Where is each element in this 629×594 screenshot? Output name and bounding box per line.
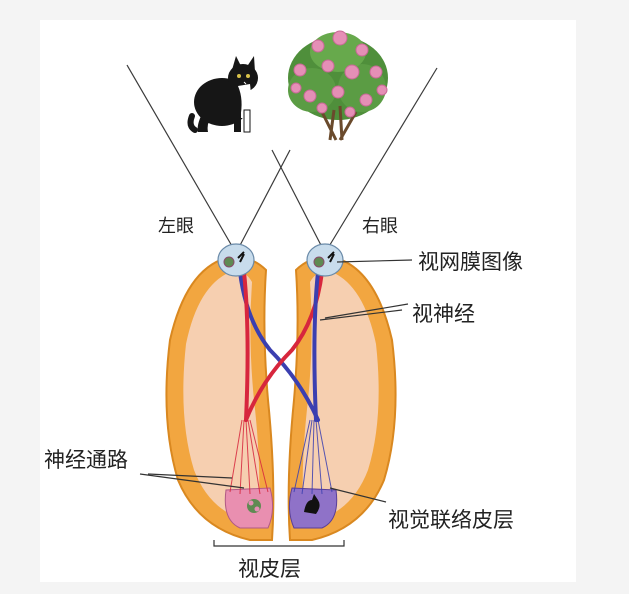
visual-cortex-bracket: [213, 540, 345, 547]
cortex-cat-icon: [304, 494, 320, 514]
cortex-flower-icon: [247, 499, 261, 513]
visual-association-cortex-label: 视觉联络皮层: [388, 508, 514, 532]
sight-lines: [126, 64, 438, 254]
optic-nerve-label: 视神经: [412, 302, 475, 326]
neural-pathway-label: 神经通路: [44, 448, 128, 472]
right-eye-label: 右眼: [362, 216, 398, 237]
flower-bush-icon: [288, 30, 388, 141]
left-eye: [217, 243, 255, 277]
right-eye: [306, 243, 344, 277]
left-neural-fan: [229, 419, 269, 495]
retina-image-label: 视网膜图像: [418, 250, 523, 274]
right-neural-fan: [293, 419, 333, 495]
cat-icon: [187, 56, 258, 133]
optic-nerves: [238, 270, 324, 422]
visual-cortex-label: 视皮层: [238, 557, 301, 581]
left-eye-label: 左眼: [158, 216, 194, 237]
pointer-lines: [139, 259, 413, 503]
